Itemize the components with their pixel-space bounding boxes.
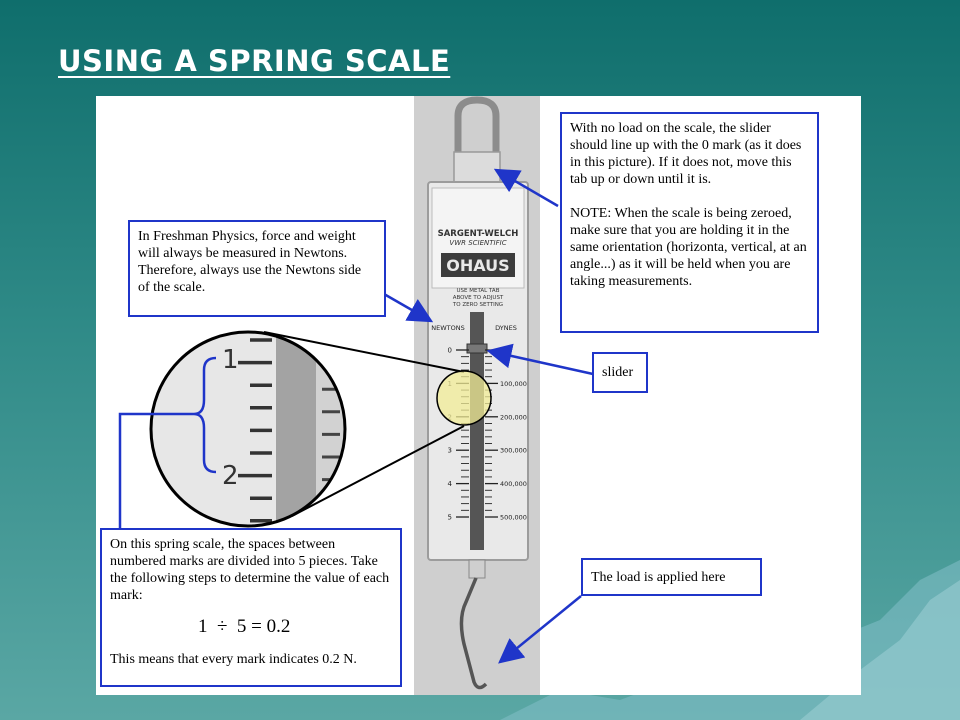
zero-adjust-tab	[453, 151, 501, 185]
magnifier-label-1: 1	[222, 345, 239, 375]
dynes-header: DYNES	[495, 324, 517, 332]
dyne-tick-label: 500,000	[500, 514, 527, 522]
top-hook	[454, 96, 500, 158]
spaces-callout: On this spring scale, the spaces between…	[100, 528, 402, 687]
slider-track	[470, 312, 484, 550]
brace-connector	[118, 412, 194, 530]
zero-callout-paragraph-2: NOTE: When the scale is being zeroed, ma…	[570, 206, 807, 289]
spaces-callout-formula: 1 ÷ 5 = 0.2	[198, 616, 291, 637]
newton-tick-label: 5	[448, 514, 452, 522]
arrow-to-newtons	[383, 292, 434, 323]
instruction-line-2: ABOVE TO ADJUST	[453, 295, 504, 301]
slider-callout: slider	[592, 352, 648, 393]
arrow-to-load	[498, 595, 582, 664]
dyne-tick-label: 100,000	[500, 380, 527, 388]
slide-title: USING A SPRING SCALE	[58, 44, 451, 78]
brand-line-2: VWR SCIENTIFIC	[449, 239, 506, 247]
arrow-to-slider	[486, 343, 594, 376]
newton-tick-label: 4	[448, 480, 453, 488]
brand-line-1: SARGENT-WELCH	[438, 229, 519, 239]
instruction-line-1: USE METAL TAB	[457, 288, 500, 294]
zero-callout: With no load on the scale, the slider sh…	[560, 112, 819, 333]
newton-tick-label: 3	[448, 447, 452, 455]
magnifier-connector-bottom	[291, 425, 465, 517]
newtons-header: NEWTONS	[431, 324, 464, 332]
newton-tick-label: 0	[448, 347, 452, 355]
magnifier-connector-top	[263, 331, 465, 373]
load-callout-text: The load is applied here	[591, 570, 726, 585]
zero-callout-paragraph-1: With no load on the scale, the slider sh…	[570, 121, 802, 187]
bottom-hook	[459, 577, 488, 690]
ohaus-logo: OHAUS	[446, 256, 509, 275]
dyne-tick-label: 200,000	[500, 413, 527, 421]
spring-scale: SARGENT-WELCH VWR SCIENTIFIC OHAUS USE M…	[427, 96, 529, 690]
spaces-callout-intro: On this spring scale, the spaces between…	[110, 537, 390, 603]
arrow-to-tab	[493, 168, 559, 208]
load-callout: The load is applied here	[581, 558, 762, 596]
magnifier-border	[149, 330, 347, 528]
magnified-region-highlight	[436, 370, 492, 426]
instruction-line-3: TO ZERO SETTING	[452, 302, 503, 308]
magnifier	[151, 332, 345, 526]
dyne-tick-label: 300,000	[500, 447, 527, 455]
diagram-overlay: 1 2	[118, 168, 594, 664]
spaces-callout-conclusion: This means that every mark indicates 0.2…	[110, 652, 357, 667]
slider-callout-text: slider	[602, 365, 634, 380]
magnifier-label-2: 2	[222, 461, 239, 491]
dyne-tick-label: 400,000	[500, 480, 527, 488]
newtons-callout-text: In Freshman Physics, force and weight wi…	[138, 229, 362, 295]
diagram-panel: SARGENT-WELCH VWR SCIENTIFIC OHAUS USE M…	[96, 96, 861, 695]
newtons-callout: In Freshman Physics, force and weight wi…	[128, 220, 386, 317]
